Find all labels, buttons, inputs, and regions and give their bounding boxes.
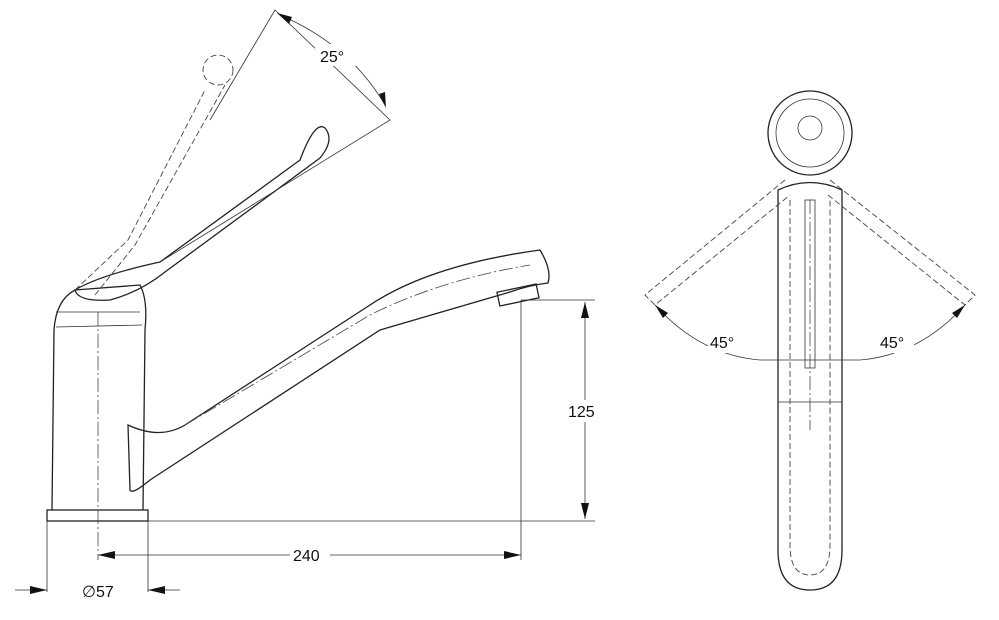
hot-cold-indicator (797, 115, 823, 141)
lever-handle (74, 126, 330, 301)
lever-raised-outline (74, 84, 226, 296)
height-label: 125 (568, 404, 595, 421)
arrowhead (655, 305, 668, 318)
lever-angle-label: 25° (320, 49, 344, 66)
reach-label: 240 (293, 548, 320, 565)
base-plate (46, 509, 149, 522)
arrowhead (98, 551, 115, 559)
arrowhead (504, 551, 521, 559)
spout-centerline (184, 264, 531, 426)
arrowhead (952, 305, 965, 318)
diameter-dimension (15, 521, 180, 592)
tap-body (51, 284, 147, 511)
diameter-label: ∅57 (82, 584, 114, 601)
swing-angle-arc (654, 304, 966, 361)
body-band (55, 311, 143, 328)
lever-raised-end (202, 54, 234, 86)
arrowhead (30, 586, 47, 594)
aerator (496, 283, 540, 307)
spout (127, 249, 550, 492)
arrowhead (581, 302, 589, 318)
arrowhead (379, 92, 386, 108)
arrowhead (148, 586, 165, 594)
dimension-extensions (148, 299, 595, 560)
spout-front (777, 181, 843, 591)
arrowhead (581, 503, 589, 519)
lever-hub-outer (767, 90, 853, 176)
left-angle-label: 45° (710, 335, 734, 352)
lever-hub-inner (775, 98, 845, 168)
lever-front (804, 199, 816, 369)
right-angle-label: 45° (880, 335, 904, 352)
arrowhead (277, 13, 292, 24)
front-view: 45° 45° (644, 90, 976, 591)
spout-front-inner (789, 200, 831, 576)
side-view: 25° 125 240 ∅57 (15, 9, 604, 601)
lever-swing-outlines (644, 179, 976, 306)
